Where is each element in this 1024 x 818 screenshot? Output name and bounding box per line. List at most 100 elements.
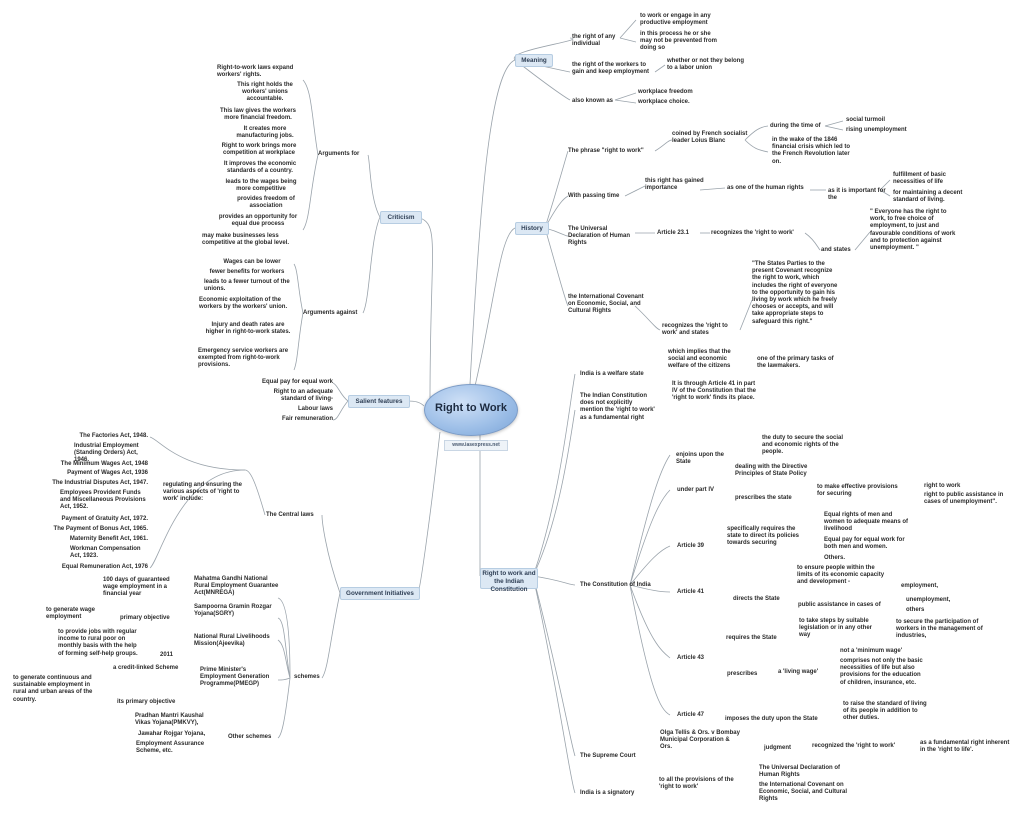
history-during: during the time of <box>770 123 821 129</box>
criticism-arguments-against: Arguments against <box>303 310 358 316</box>
history-icescr: the International Covenant on Economic, … <box>568 294 644 315</box>
india-right-to-work: right to work <box>924 483 961 489</box>
criticism-for-item: may make businesses less competitive at … <box>202 233 290 247</box>
govt-act: Equal Remuneration Act, 1976 <box>61 564 148 570</box>
india-not-minimum: not a 'minimum wage' <box>840 648 903 654</box>
criticism-against-item: leads to a fewer turnout of the unions. <box>204 279 290 293</box>
india-article-41: Article 41 <box>677 589 705 595</box>
govt-act: The Minimum Wages Act, 1948 <box>60 461 148 467</box>
criticism-for-item: provides freedom of association <box>237 196 295 210</box>
india-directs: directs the State <box>733 596 780 602</box>
india-living-wage: a 'living wage' <box>778 669 819 675</box>
india-provisions: to make effective provisions for securin… <box>817 484 898 498</box>
criticism-against-item: Injury and death rates are higher in rig… <box>205 322 291 336</box>
india-implies: which implies that the social and econom… <box>668 349 731 370</box>
india-enjoins: enjoins upon the State <box>676 452 724 466</box>
history-quote-icescr: "The States Parties to the present Coven… <box>752 261 838 325</box>
criticism-for-item: Right-to-work laws expand workers' right… <box>217 65 294 79</box>
india-take-steps: to take steps by suitable legislation or… <box>799 618 873 639</box>
history-turmoil: social turmoil <box>846 117 886 123</box>
india-public-cases: public assistance in cases of <box>798 602 881 608</box>
india-article41-ref: It is through Article 41 in part IV of t… <box>672 381 756 402</box>
branch-indian-constitution[interactable]: Right to work and the Indian Constitutio… <box>480 568 538 593</box>
india-judgment: judgment <box>764 745 791 751</box>
central-topic[interactable]: Right to Work <box>424 384 518 436</box>
history-one-of: as one of the human rights <box>727 185 804 191</box>
branch-criticism[interactable]: Criticism <box>380 211 422 224</box>
meaning-engage: to work or engage in any productive empl… <box>640 13 711 27</box>
govt-sgry: Sampoorna Gramin Rozgar Yojana(SGRY) <box>194 604 272 618</box>
india-comprises: comprises not only the basic necessities… <box>840 658 923 686</box>
history-maintaining: for maintaining a decent standard of liv… <box>893 190 963 204</box>
salient-item: Labour laws <box>297 406 333 412</box>
india-prescribes-state: prescribes the state <box>735 495 792 501</box>
govt-sgry-wage: to generate wage employment <box>46 607 96 621</box>
history-phrase: The phrase "right to work" <box>568 148 644 154</box>
india-duty: the duty to secure the social and econom… <box>762 435 844 456</box>
criticism-for-item: It creates more manufacturing jobs. <box>236 126 294 140</box>
branch-history[interactable]: History <box>515 222 549 235</box>
india-imposes: imposes the duty upon the State <box>725 716 818 722</box>
website-label: www.iasexpress.net <box>444 440 508 451</box>
meaning-choice: workplace choice. <box>638 99 690 105</box>
india-recognized: recognized the 'right to work' <box>812 743 896 749</box>
india-supreme-court: The Supreme Court <box>580 753 636 759</box>
govt-act: Workman Compensation Act, 1923. <box>70 546 141 560</box>
history-recognizes-states: recognizes the 'right to work' and state… <box>662 323 728 337</box>
meaning-workers: the right of the workers to gain and kee… <box>572 62 650 76</box>
criticism-against-item: Emergency service workers are exempted f… <box>198 348 289 369</box>
meaning-any-individual: the right of any individual <box>572 34 616 48</box>
criticism-for-item: provides an opportunity for equal due pr… <box>218 214 298 228</box>
govt-other-schemes: Other schemes <box>228 734 272 740</box>
criticism-for-item: Right to work brings more competition at… <box>221 143 297 157</box>
salient-item: Fair remuneration <box>281 416 333 422</box>
india-equal-rights: Equal rights of men and women to adequat… <box>824 512 909 533</box>
govt-pmegp-desc: to generate continuous and sustainable e… <box>13 675 93 703</box>
govt-sgry-primary: primary objective <box>120 615 170 621</box>
criticism-against-item: fewer benefits for workers <box>209 269 285 275</box>
govt-act: Payment of Gratuity Act, 1972. <box>61 516 148 522</box>
meaning-union: whether or not they belong to a labor un… <box>667 58 745 72</box>
meaning-aka: also known as <box>572 98 614 104</box>
govt-mgnrega-desc: 100 days of guaranteed wage employment i… <box>103 577 170 598</box>
govt-other-item: Pradhan Mantri Kaushal Vikas Yojana(PMKV… <box>135 713 204 727</box>
govt-nrlm-desc: to provide jobs with regular income to r… <box>58 629 138 657</box>
branch-meaning[interactable]: Meaning <box>515 54 553 67</box>
india-not-explicit: The Indian Constitution does not explici… <box>580 393 655 421</box>
india-part4: under part IV <box>677 487 715 493</box>
india-public-assistance: right to public assistance in cases of u… <box>924 492 1004 506</box>
govt-central-laws: The Central laws <box>266 512 314 518</box>
criticism-for-item: This law gives the workers more financia… <box>219 108 297 122</box>
govt-act: The Factories Act, 1948. <box>79 433 148 439</box>
india-dealing: dealing with the Directive Principles of… <box>735 464 808 478</box>
branch-government-initiatives[interactable]: Government Initiatives <box>340 587 420 600</box>
india-requires: requires the State <box>726 635 777 641</box>
india-unemployment: unemployment, <box>906 597 951 603</box>
criticism-arguments-for: Arguments for <box>318 151 360 157</box>
history-important: as it is important for the <box>828 188 886 202</box>
india-signatory: India is a signatory <box>580 790 635 796</box>
govt-act: The Payment of Bonus Act, 1965. <box>53 526 148 532</box>
govt-other-item: Employment Assurance Scheme, etc. <box>136 741 205 755</box>
govt-act: Employees Provident Funds and Miscellane… <box>60 490 146 511</box>
history-rising: rising unemployment <box>846 127 907 133</box>
history-article-23: Article 23.1 <box>657 230 690 236</box>
india-participation: to secure the participation of workers i… <box>896 619 983 640</box>
india-others: Others. <box>824 555 846 561</box>
india-employment: employment, <box>901 583 939 589</box>
history-wake: in the wake of the 1846 financial crisis… <box>772 137 851 165</box>
india-primary-task: one of the primary tasks of the lawmaker… <box>757 356 834 370</box>
salient-item: Right to an adequate standard of living- <box>273 389 333 403</box>
branch-salient-features[interactable]: Salient features <box>348 395 410 408</box>
history-coined: coined by French socialist leader Loius … <box>672 131 748 145</box>
govt-pmegp-objective: its primary objective <box>117 699 176 705</box>
india-article-43: Article 43 <box>677 655 705 661</box>
india-to-all: to all the provisions of the 'right to w… <box>659 777 734 791</box>
india-raise: to raise the standard of living of its p… <box>843 701 927 722</box>
criticism-against-item: Wages can be lower <box>223 259 281 265</box>
history-quote-udhr: " Everyone has the right to work, to fre… <box>870 209 956 252</box>
india-fundamental-right: as a fundamental right inherent in the '… <box>920 740 1010 754</box>
criticism-for-item: This right holds the workers' unions acc… <box>237 82 293 103</box>
